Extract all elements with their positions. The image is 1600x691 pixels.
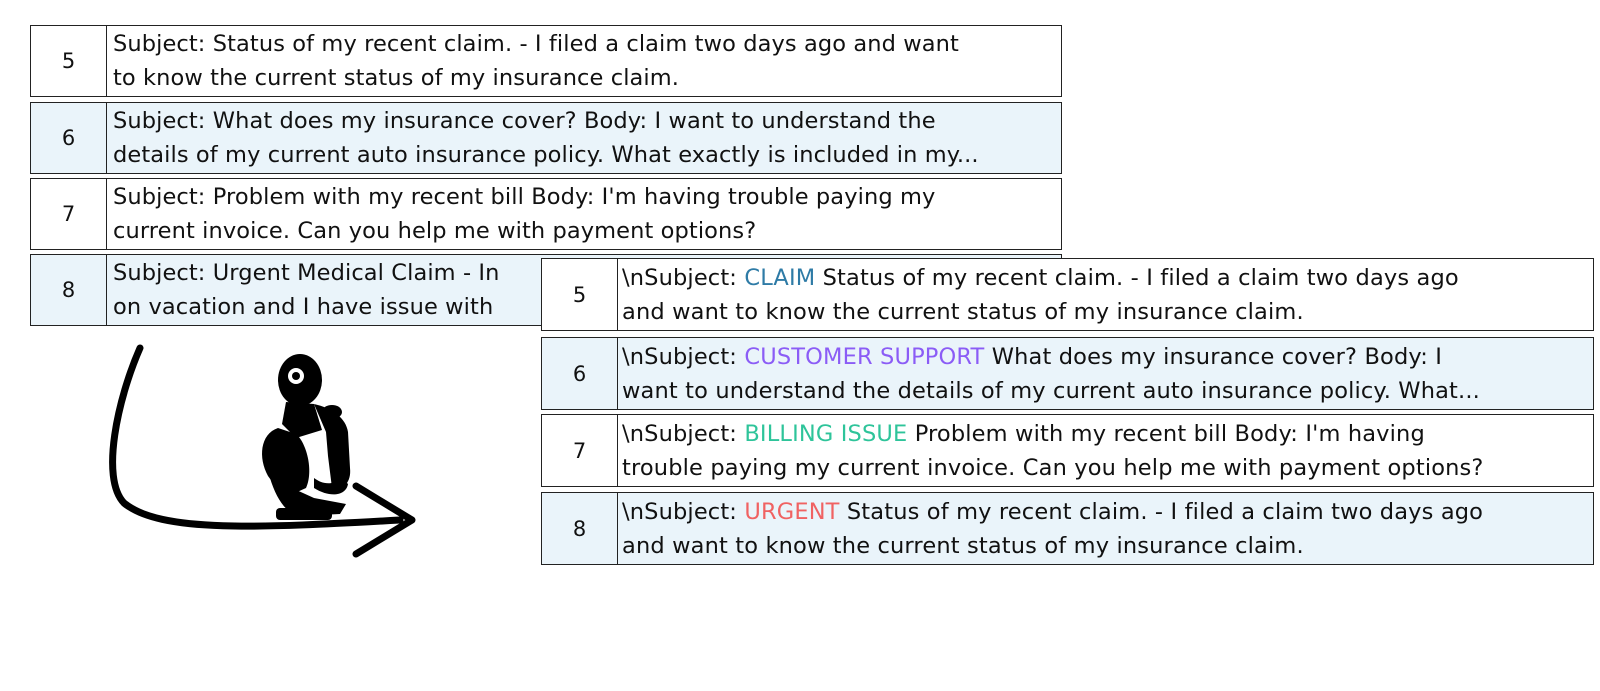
curved-arrow-icon	[109, 344, 416, 558]
email-text: Subject: Problem with my recent bill Bod…	[113, 184, 936, 244]
subject-prefix: \nSubject:	[622, 264, 745, 291]
category-label: CUSTOMER SUPPORT	[744, 343, 985, 370]
labeled-row: 5\nSubject: CLAIM Status of my recent cl…	[541, 258, 1594, 331]
email-text: Subject: Urgent Medical Claim - In on va…	[113, 260, 500, 320]
subject-prefix: \nSubject:	[622, 420, 745, 447]
row-number: 8	[542, 493, 618, 564]
labeled-email-text: \nSubject: URGENT Status of my recent cl…	[622, 493, 1587, 564]
email-text: Subject: Status of my recent claim. - I …	[113, 31, 959, 91]
labeled-email-text: \nSubject: BILLING ISSUE Problem with my…	[622, 415, 1587, 486]
email-body: Problem with my recent bill Body: I'm ha…	[622, 420, 1484, 481]
category-label: URGENT	[744, 498, 840, 525]
category-label: CLAIM	[744, 264, 816, 291]
row-number: 5	[31, 26, 107, 96]
labeled-email-text: \nSubject: CUSTOMER SUPPORT What does my…	[622, 338, 1587, 409]
email-body: Status of my recent claim. - I filed a c…	[622, 498, 1484, 559]
row-number: 6	[542, 338, 618, 409]
subject-prefix: \nSubject:	[622, 343, 745, 370]
row-number: 5	[542, 259, 618, 330]
email-text: Subject: What does my insurance cover? B…	[113, 108, 979, 168]
email-body: Status of my recent claim. - I filed a c…	[622, 264, 1459, 325]
row-number: 8	[31, 255, 107, 325]
row-number: 6	[31, 103, 107, 173]
subject-prefix: \nSubject:	[622, 498, 745, 525]
labeled-row: 6\nSubject: CUSTOMER SUPPORT What does m…	[541, 337, 1594, 410]
labeled-email-text: \nSubject: CLAIM Status of my recent cla…	[622, 259, 1587, 330]
labeled-row: 7\nSubject: BILLING ISSUE Problem with m…	[541, 414, 1594, 487]
thinking-robot-icon	[262, 354, 351, 520]
labeled-row: 8\nSubject: URGENT Status of my recent c…	[541, 492, 1594, 565]
email-body: What does my insurance cover? Body: I wa…	[622, 343, 1480, 404]
category-label: BILLING ISSUE	[744, 420, 908, 447]
row-number: 7	[31, 179, 107, 249]
thinking-robot-illustration	[109, 344, 416, 558]
row-number: 7	[542, 415, 618, 486]
